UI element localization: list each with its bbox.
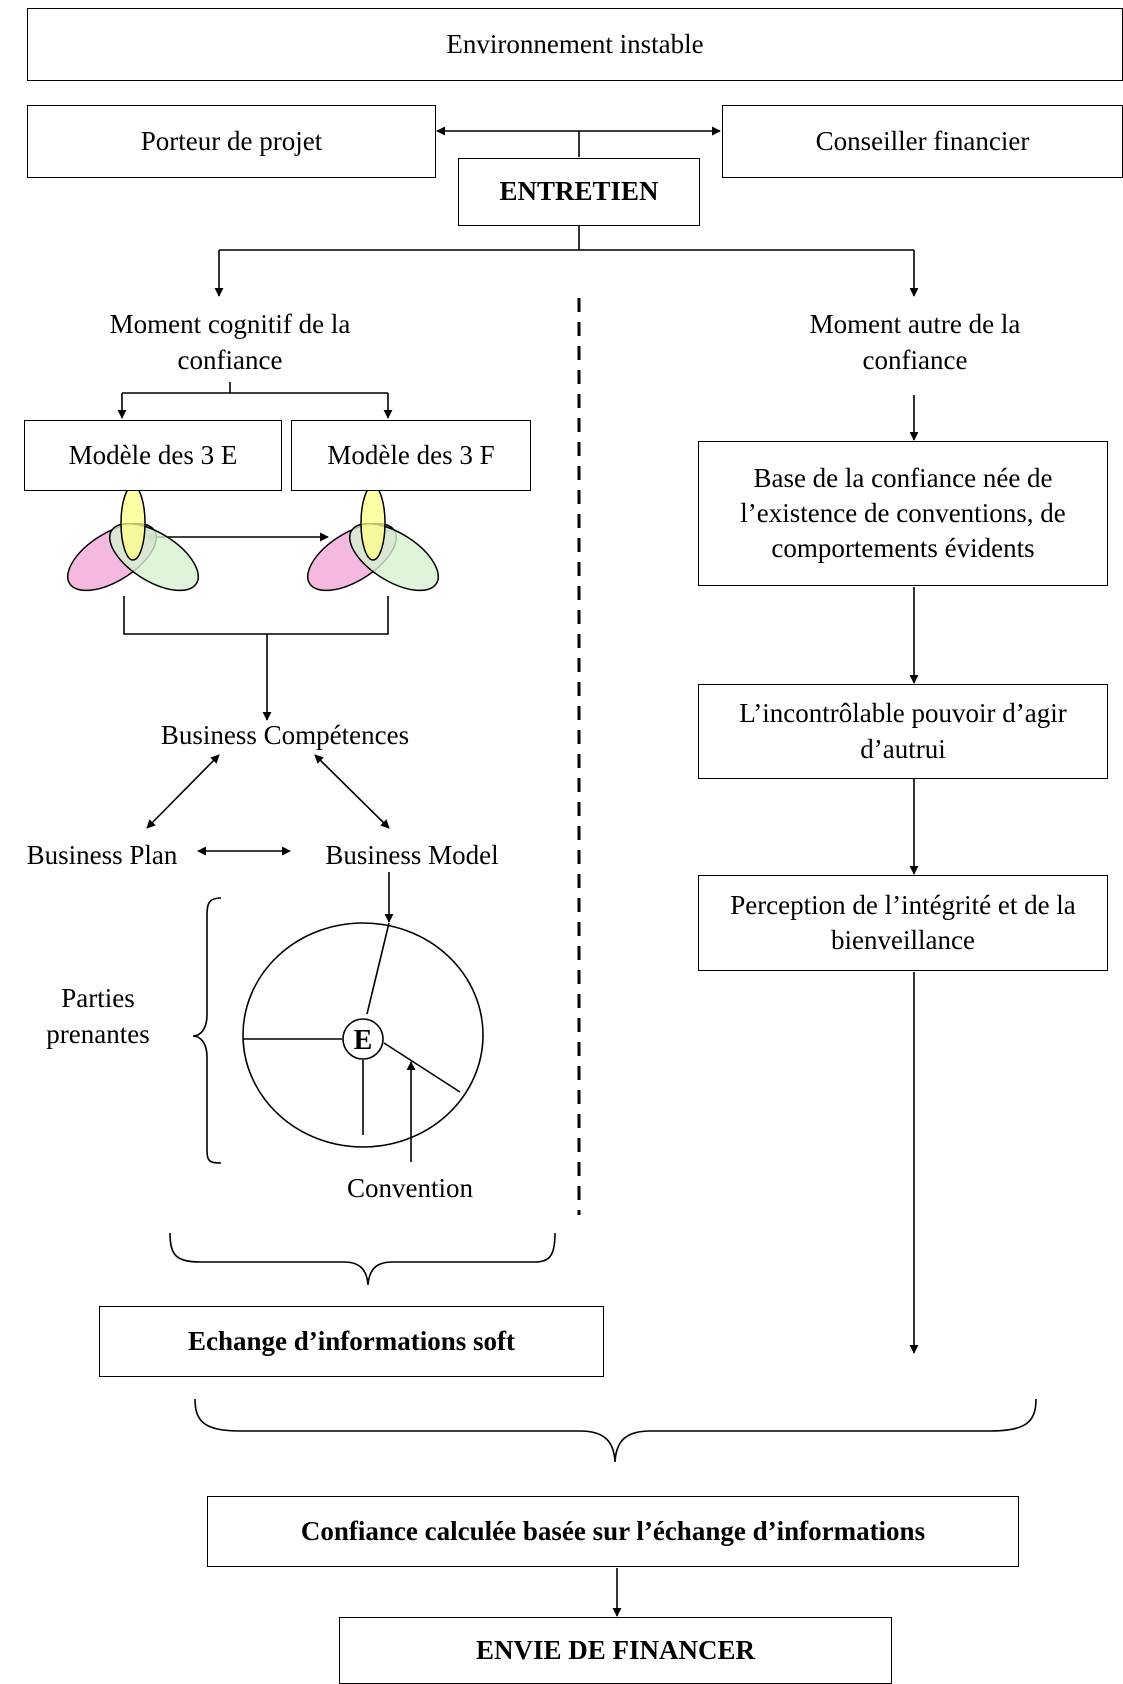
moment-autre-label: Moment autre de la confiance xyxy=(809,309,1021,376)
parties-curly-brace xyxy=(192,897,222,1164)
environment-box: Environnement instable xyxy=(27,8,1123,81)
echange-soft-box: Echange d’informations soft xyxy=(99,1306,604,1377)
competences-plan-link xyxy=(146,754,220,829)
parties-prenantes-label: Parties prenantes xyxy=(46,983,150,1050)
models-bracket xyxy=(123,596,389,635)
venn-3e-yellow-petal xyxy=(120,485,146,561)
competences-model-link xyxy=(314,754,390,829)
spoke-right xyxy=(383,1042,461,1093)
stakeholder-circle xyxy=(242,922,484,1148)
incontrolable-box: L’incontrôlable pouvoir d’agir d’autrui xyxy=(698,684,1108,779)
moment-cognitif-label: Moment cognitif de la confiance xyxy=(109,309,351,376)
business-competences-label: Business Compétences xyxy=(160,720,410,750)
base-confiance-box: Base de la confiance née de l’existence … xyxy=(698,441,1108,586)
business-model-label: Business Model xyxy=(325,840,499,870)
entretien-box: ENTRETIEN xyxy=(458,158,700,226)
business-plan-label: Business Plan xyxy=(26,840,178,870)
conseiller-box: Conseiller financier xyxy=(722,105,1123,178)
soft-info-curly-brace xyxy=(169,1232,556,1286)
modele-3e-box: Modèle des 3 E xyxy=(24,420,282,491)
center-e-circle xyxy=(342,1018,384,1060)
venn-3e xyxy=(66,485,200,592)
perception-box: Perception de l’intégrité et de la bienv… xyxy=(698,875,1108,971)
venn-3f xyxy=(306,485,440,592)
porteur-box: Porteur de projet xyxy=(27,105,436,178)
convention-label: Convention xyxy=(347,1173,473,1203)
venn-3f-yellow-petal xyxy=(360,485,386,561)
center-e-label: E xyxy=(354,1025,373,1056)
large-curly-brace xyxy=(194,1398,1037,1463)
confiance-calculee-box: Confiance calculée basée sur l’échange d… xyxy=(207,1496,1019,1567)
envie-box: ENVIE DE FINANCER xyxy=(339,1617,892,1684)
spoke-top xyxy=(366,922,390,1015)
modele-3f-box: Modèle des 3 F xyxy=(291,420,531,491)
